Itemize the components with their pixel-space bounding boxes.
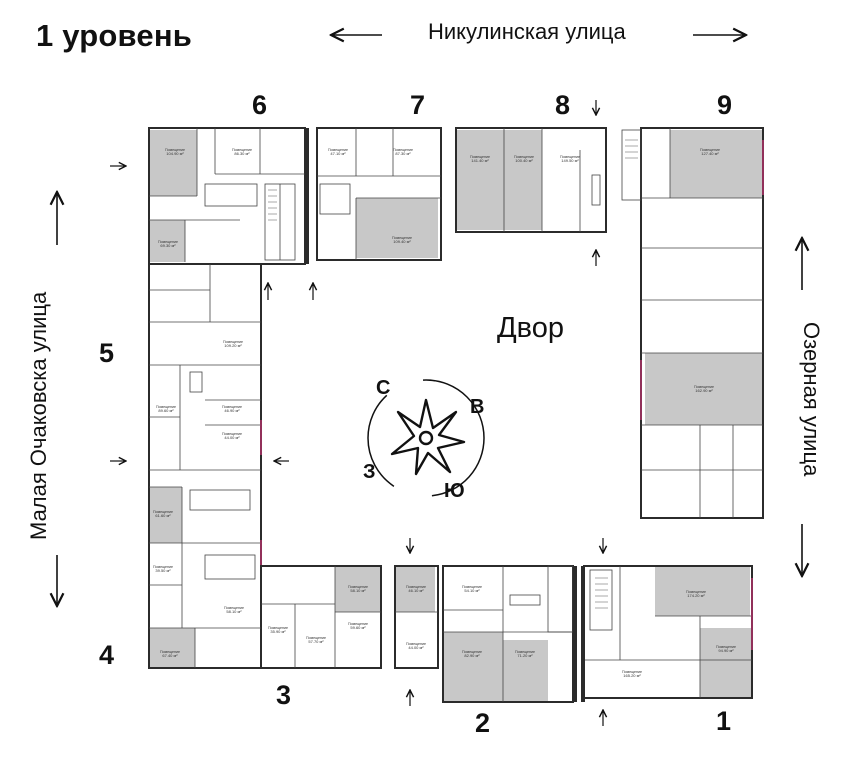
level-title: 1 уровень xyxy=(36,18,193,53)
compass-north-label: С xyxy=(376,377,391,399)
structural-bars xyxy=(305,128,585,702)
section-number-7: 7 xyxy=(410,90,426,120)
street-arrows xyxy=(57,35,802,606)
section-number-9: 9 xyxy=(717,90,733,120)
compass-icon xyxy=(367,379,485,497)
section-number-5: 5 xyxy=(99,338,115,368)
premises-shaded xyxy=(149,130,763,702)
compass-west-label: З xyxy=(363,461,376,483)
compass-east-label: В xyxy=(470,396,485,418)
entrance-arrows xyxy=(110,100,603,726)
section-number-8: 8 xyxy=(555,90,571,120)
section-number-3: 3 xyxy=(276,680,292,710)
accent-marks xyxy=(260,140,764,650)
section-number-2: 2 xyxy=(475,708,491,738)
yard-label: Двор xyxy=(497,312,564,344)
compass-south-label: Ю xyxy=(444,480,465,502)
section-number-4: 4 xyxy=(99,640,115,670)
section-number-1: 1 xyxy=(716,706,732,736)
section-number-6: 6 xyxy=(252,90,268,120)
partitions xyxy=(149,128,763,702)
stairs xyxy=(268,139,638,609)
street-label-top: Никулинская улица xyxy=(428,19,626,44)
